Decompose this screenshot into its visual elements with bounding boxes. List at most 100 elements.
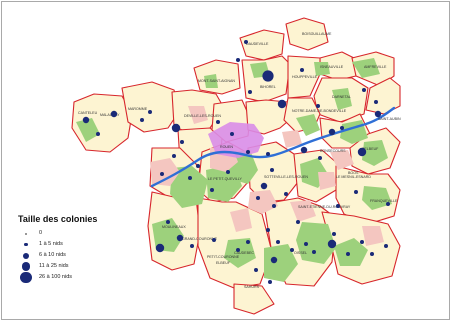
nest-marker-48	[327, 239, 337, 249]
legend-symbol-1	[24, 242, 28, 247]
nest-marker-15	[374, 100, 378, 104]
nest-marker-51	[360, 240, 364, 244]
green-space-3	[232, 150, 258, 184]
nest-marker-24	[260, 182, 268, 190]
nest-marker-28	[246, 150, 250, 154]
nest-marker-35	[176, 234, 184, 242]
commune-area-9	[365, 77, 401, 115]
nest-marker-19	[300, 146, 308, 154]
commune-label-22: CAUDEBEC	[234, 251, 254, 255]
commune-label-8: ROUEN	[220, 145, 233, 149]
commune-label-4: BIHOREL	[260, 85, 276, 89]
commune-label-12: GRAND-COURONNE	[182, 237, 218, 241]
nest-marker-1	[82, 116, 90, 124]
commune-label-21: ELBEUF	[216, 261, 231, 265]
nest-marker-22	[266, 152, 270, 156]
commune-label-7: DEVILLE-LES-ROUEN	[184, 114, 221, 118]
legend-label-0: 0	[39, 230, 43, 236]
green-space-2	[206, 164, 242, 202]
nest-marker-59	[216, 120, 220, 124]
green-space-6	[362, 140, 388, 166]
legend-row-1: 1 à 5 nids	[18, 239, 138, 250]
built-area-8	[230, 208, 252, 232]
green-space-19	[352, 58, 380, 78]
commune-area-2	[285, 17, 329, 51]
nest-marker-47	[332, 232, 336, 236]
nest-marker-25	[256, 196, 260, 200]
commune-label-25: BONSECOURS	[320, 149, 346, 153]
commune-label-16: BOOS	[348, 171, 359, 175]
nest-marker-31	[196, 164, 200, 168]
nest-marker-54	[254, 268, 258, 272]
legend-symbol-0	[25, 232, 27, 235]
nest-marker-5	[148, 110, 152, 114]
legend-row-3: 11 à 25 nids	[18, 261, 138, 272]
green-space-14	[332, 88, 352, 110]
commune-area-28	[233, 283, 275, 315]
commune-area-4	[193, 59, 241, 95]
commune-label-13: PETIT-COURONNE	[207, 255, 240, 259]
nest-marker-41	[266, 228, 270, 232]
commune-label-24: FRANQUEVILLE	[370, 199, 398, 203]
nest-marker-45	[304, 242, 308, 246]
commune-label-5: DARNETAL	[332, 95, 351, 99]
nest-marker-7	[236, 58, 240, 62]
nest-marker-60	[230, 132, 234, 136]
river-layer	[150, 106, 396, 188]
legend-title: Taille des colonies	[18, 214, 98, 224]
green-space-18	[76, 118, 100, 142]
nest-marker-37	[166, 220, 170, 224]
nest-marker-57	[354, 190, 358, 194]
commune-label-2: BOISGUILLAUME	[302, 32, 332, 36]
legend-row-0: 0	[18, 228, 138, 239]
nest-marker-43	[270, 256, 278, 264]
built-area-1	[150, 158, 180, 186]
nest-marker-11	[300, 68, 304, 72]
legend-row-4: 26 à 100 nids	[18, 271, 138, 284]
nest-marker-53	[296, 220, 300, 224]
built-area-5	[330, 150, 354, 170]
river-line	[150, 106, 396, 188]
legend: Taille des colonies 0 1 à 5 nids 6 à 10 …	[18, 214, 138, 284]
nest-marker-16	[374, 110, 382, 118]
nest-marker-18	[357, 147, 367, 157]
commune-label-11: SAINT-ETIENNE-DU-ROUVRAY	[298, 205, 351, 209]
nest-marker-26	[272, 204, 276, 208]
nest-marker-2	[110, 110, 118, 118]
green-space-13	[334, 238, 368, 266]
nest-marker-32	[172, 154, 176, 158]
green-space-9	[296, 222, 336, 264]
nest-marker-44	[290, 248, 294, 252]
green-space-10	[224, 238, 256, 268]
nest-marker-14	[362, 88, 366, 92]
commune-area-6	[287, 55, 321, 99]
nest-marker-36	[190, 244, 194, 248]
commune-label-6: MAROMME	[128, 107, 148, 111]
green-space-7	[362, 186, 392, 210]
nest-marker-58	[336, 204, 340, 208]
commune-label-15: CANTELEU	[78, 111, 98, 115]
nest-marker-29	[226, 170, 230, 174]
commune-label-29: NOTRE-DAME-DE-BONDEVILLE	[292, 109, 347, 113]
legend-label-3: 11 à 25 nids	[39, 263, 69, 269]
commune-label-26: LE MESNIL-ESNARD	[336, 175, 371, 179]
commune-label-1: DAUDEVILLE	[246, 42, 269, 46]
nest-marker-49	[370, 252, 374, 256]
built-area-6	[188, 106, 208, 124]
commune-label-28: HOUPPEVILLE	[292, 75, 318, 79]
commune-labels-layer: DAUDEVILLEBOISGUILLAUMEMONT-SAINT-AIGNAN…	[78, 32, 401, 289]
nest-marker-9	[262, 70, 274, 82]
legend-label-2: 6 à 10 nids	[39, 252, 66, 258]
city-center-area	[208, 122, 264, 158]
nest-marker-39	[236, 248, 240, 252]
colony-map: DAUDEVILLEBOISGUILLAUMEMONT-SAINT-AIGNAN…	[71, 17, 401, 315]
nest-marker-56	[386, 202, 390, 206]
green-space-1	[170, 166, 208, 208]
commune-label-19: BELBEUF	[362, 147, 379, 151]
built-area-7	[318, 172, 336, 190]
built-area-3	[248, 190, 278, 214]
legend-symbol-4	[20, 271, 32, 284]
nest-marker-30	[210, 188, 214, 192]
commune-label-27: SAINT-AUBIN	[378, 117, 401, 121]
